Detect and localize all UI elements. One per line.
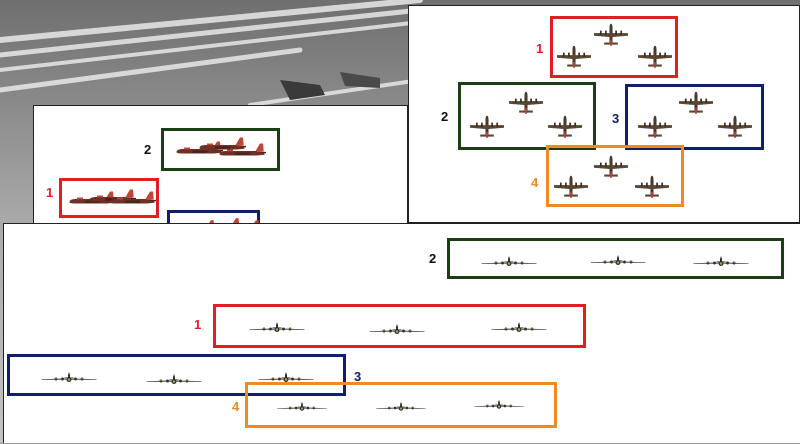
b17-top-icon <box>554 175 588 198</box>
b17-front-icon <box>249 322 305 332</box>
b17-top-icon <box>679 91 713 114</box>
b17-side-icon <box>199 137 246 150</box>
b17-front-icon <box>474 399 524 409</box>
b17-front-icon <box>693 256 749 266</box>
front-view-aircraft <box>41 255 749 411</box>
b17-top-icon <box>548 115 582 138</box>
b17-top-icon <box>594 155 628 178</box>
b17-front-icon <box>376 401 426 411</box>
low-squadron-front-label: 3 <box>354 369 362 384</box>
b17-front-icon <box>491 322 547 332</box>
lead-squadron-top-label: 1 <box>536 41 544 56</box>
low-low-squadron-front-label: 4 <box>232 399 240 414</box>
front-view-panel: 2 1 3 4 <box>3 223 800 443</box>
b17-top-icon <box>635 175 669 198</box>
low-low-squadron-top-label: 4 <box>531 175 539 190</box>
lead-squadron-front-label: 1 <box>194 317 202 332</box>
b17-top-icon <box>638 45 672 68</box>
b17-top-icon <box>509 91 543 114</box>
lead-squadron-side-box <box>59 178 159 218</box>
b17-front-icon <box>258 372 314 382</box>
b17-top-icon <box>594 23 628 46</box>
high-squadron-side-box <box>161 128 280 171</box>
high-squadron-top-box <box>458 82 596 150</box>
b17-front-icon <box>481 256 537 266</box>
b17-top-icon <box>557 45 591 68</box>
b17-front-icon <box>590 255 646 265</box>
top-view-panel: 1 2 3 4 <box>408 5 800 223</box>
b17-front-icon <box>146 374 202 384</box>
low-low-squadron-front-box <box>245 382 557 428</box>
high-squadron-side-label: 2 <box>144 142 152 157</box>
lead-squadron-side-label: 1 <box>46 185 54 200</box>
b17-front-icon <box>369 324 425 334</box>
b17-front-icon <box>277 401 327 411</box>
front-view-divider <box>408 223 800 224</box>
high-squadron-front-box <box>447 238 784 279</box>
high-squadron-front-label: 2 <box>429 251 437 266</box>
low-low-squadron-top-box <box>546 145 684 207</box>
low-squadron-front-box <box>7 354 346 396</box>
high-squadron-top-label: 2 <box>441 109 449 124</box>
b17-top-icon <box>470 115 504 138</box>
lead-squadron-top-box <box>550 16 678 78</box>
top-view-aircraft <box>470 23 752 198</box>
b17-top-icon <box>718 115 752 138</box>
b17-front-icon <box>41 372 97 382</box>
low-squadron-top-label: 3 <box>612 111 620 126</box>
b17-top-icon <box>638 115 672 138</box>
lead-squadron-front-box <box>213 304 586 348</box>
low-squadron-top-box <box>625 84 764 150</box>
